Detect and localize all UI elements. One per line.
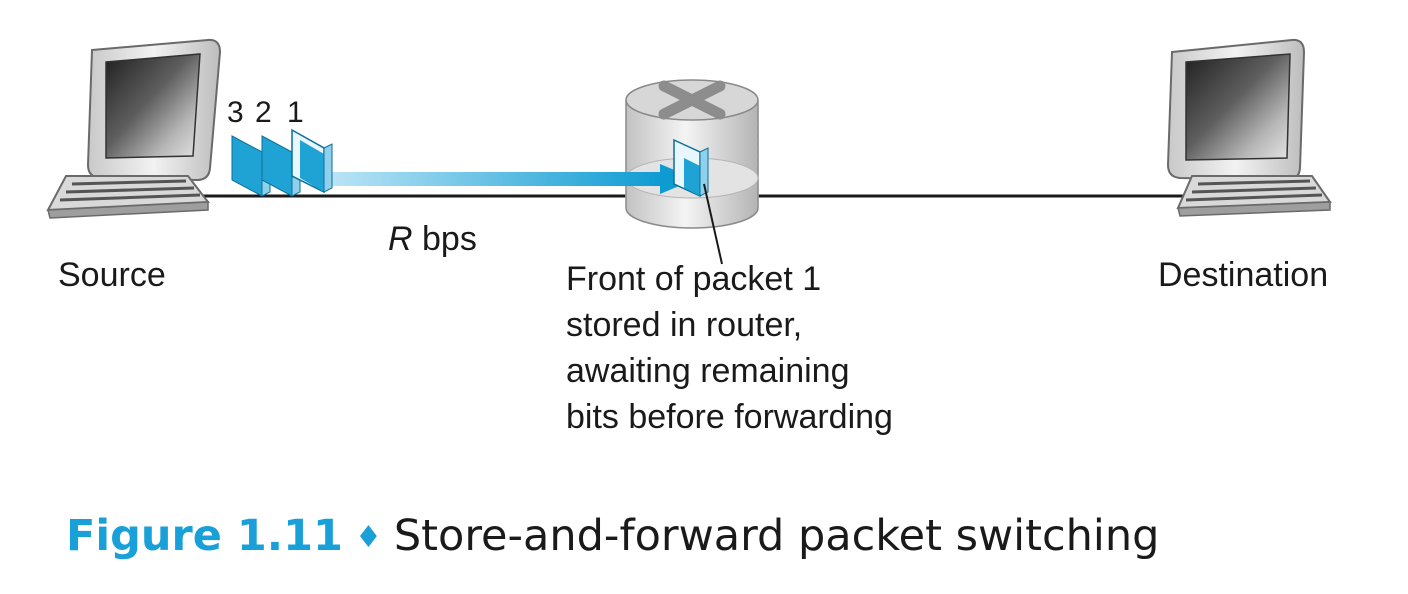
rate-variable: R bbox=[388, 220, 413, 258]
note-line-4: bits before forwarding bbox=[566, 398, 893, 436]
source-computer-icon bbox=[46, 38, 222, 219]
packet-number-3: 3 bbox=[227, 96, 244, 129]
link-rate-label: R bps bbox=[388, 218, 477, 260]
source-label: Source bbox=[58, 256, 166, 294]
packet-in-router bbox=[673, 138, 709, 198]
figure-number: Figure 1.11 bbox=[66, 511, 343, 561]
note-pointer-line bbox=[703, 183, 723, 265]
caption-separator: ♦ bbox=[354, 520, 382, 555]
packet-number-2: 2 bbox=[255, 96, 272, 129]
destination-computer-icon bbox=[1166, 38, 1332, 217]
figure-caption: Figure 1.11 ♦ Store-and-forward packet swi… bbox=[66, 508, 1159, 569]
caption-text: Store-and-forward packet switching bbox=[393, 511, 1160, 561]
rate-unit: bps bbox=[412, 220, 477, 258]
note-line-3: awaiting remaining bbox=[566, 352, 850, 390]
packet-number-1: 1 bbox=[287, 96, 304, 129]
note-line-2: stored in router, bbox=[566, 306, 803, 344]
destination-label: Destination bbox=[1158, 256, 1329, 294]
router-note: Front of packet 1 stored in router, awai… bbox=[566, 256, 893, 440]
packet-1 bbox=[291, 128, 333, 194]
note-line-1: Front of packet 1 bbox=[566, 260, 822, 298]
